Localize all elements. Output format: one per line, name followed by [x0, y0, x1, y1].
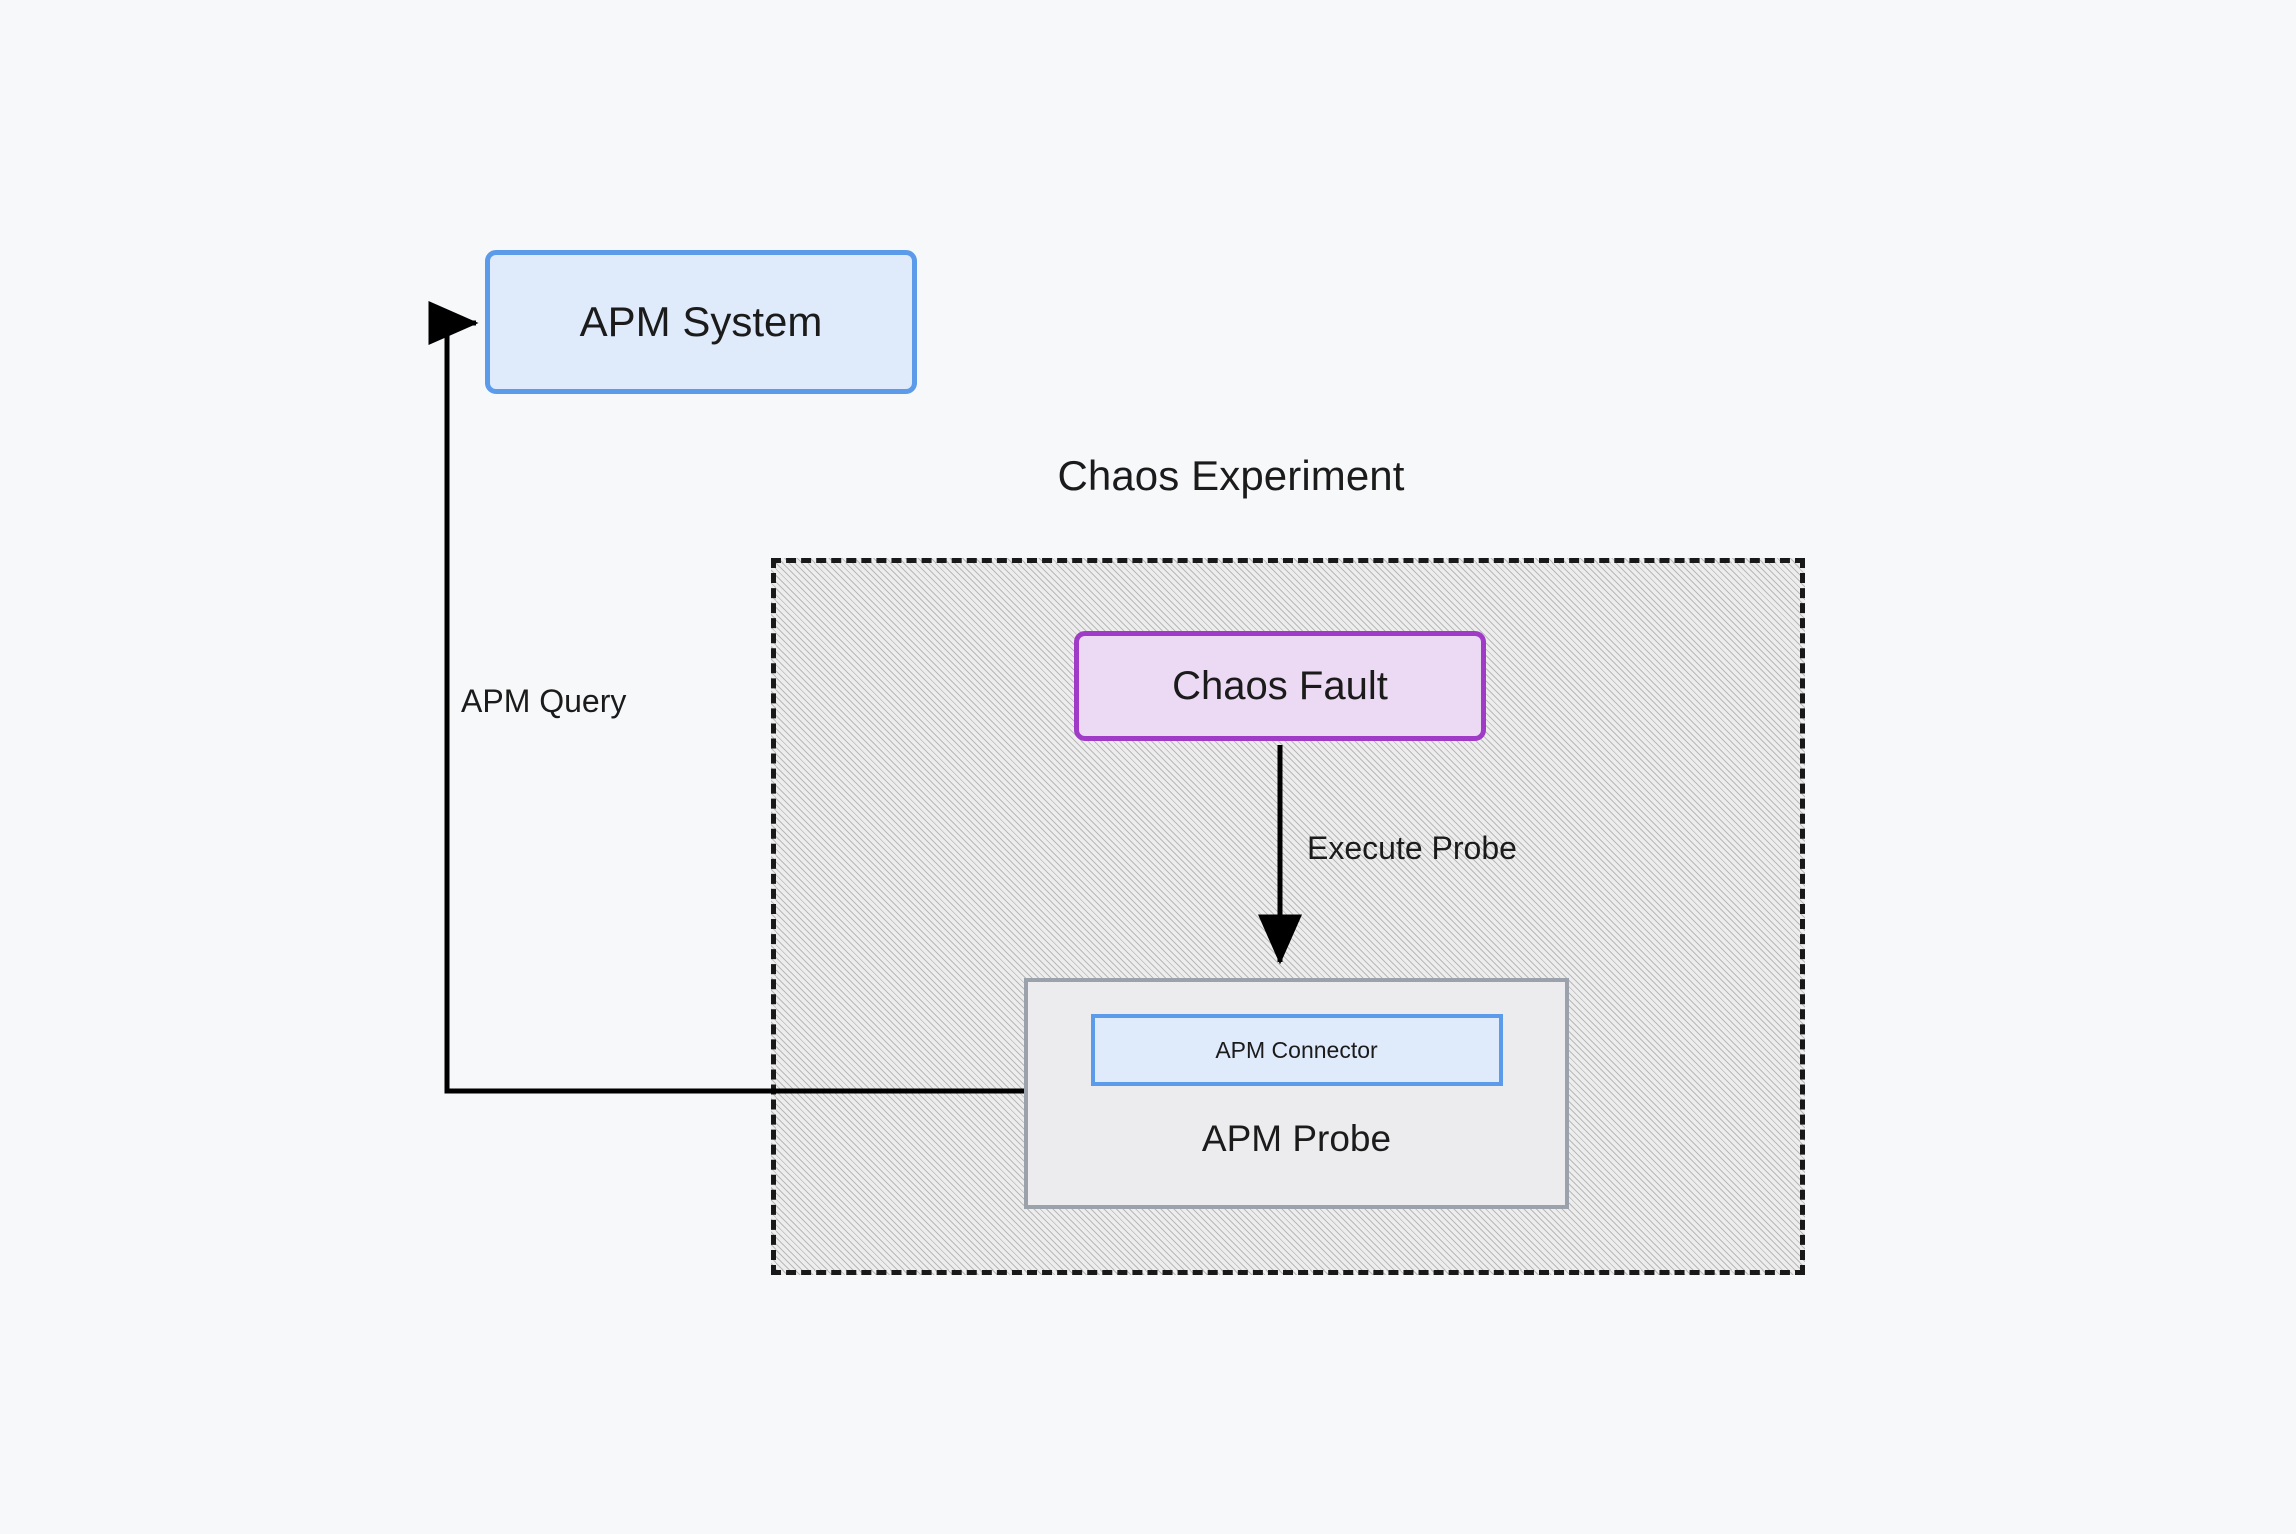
node-apm-probe[interactable]: APM Connector APM Probe	[1024, 978, 1569, 1209]
node-chaos-fault[interactable]: Chaos Fault	[1074, 631, 1486, 741]
apm-system-label: APM System	[579, 298, 823, 345]
edge-label-execute-probe: Execute Probe	[1307, 830, 1517, 866]
edge-label-apm-query: APM Query	[461, 683, 627, 719]
node-apm-system[interactable]: APM System	[485, 250, 917, 394]
apm-probe-label: APM Probe	[1201, 1118, 1392, 1159]
chaos-fault-label: Chaos Fault	[1172, 663, 1388, 708]
apm-connector-label: APM Connector	[1215, 1036, 1378, 1063]
chaos-experiment-title: Chaos Experiment	[1057, 452, 1405, 499]
node-apm-connector[interactable]: APM Connector	[1090, 1014, 1503, 1086]
